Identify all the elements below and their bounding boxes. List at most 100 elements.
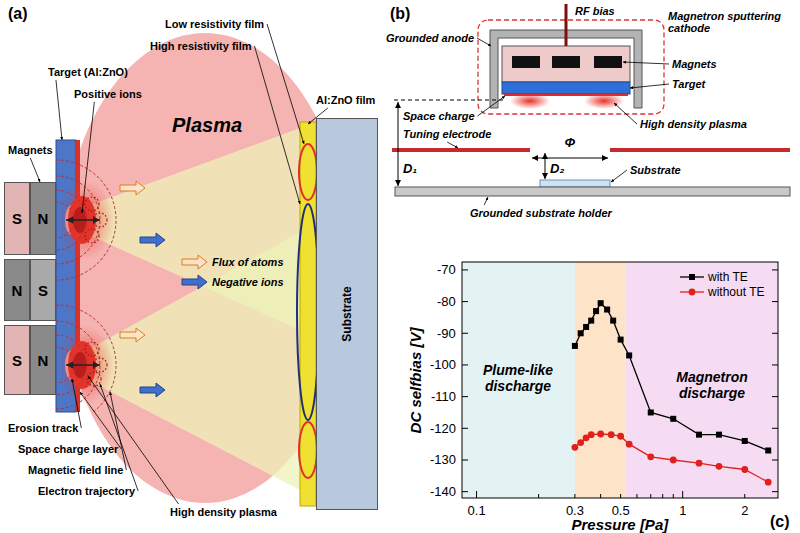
tick-label: -100 <box>430 357 456 372</box>
low-resistivity-mark <box>299 422 317 478</box>
leader-line <box>30 158 40 182</box>
data-line <box>575 434 768 482</box>
data-marker <box>765 479 772 486</box>
leader-line <box>72 379 81 428</box>
data-marker <box>647 453 654 460</box>
electron-loop <box>85 197 99 211</box>
magnet-pole: S <box>30 259 56 321</box>
field-line <box>56 305 116 412</box>
leader-line <box>623 62 669 64</box>
region-label: Plasma <box>172 114 242 137</box>
callout: High resistivity film <box>150 40 251 52</box>
tick-label: -130 <box>430 452 456 467</box>
node-text: N <box>38 352 49 369</box>
alzno-film <box>300 122 316 506</box>
tick-mark <box>650 494 651 498</box>
magnet-pole: S <box>4 182 30 255</box>
legend-sample <box>680 289 704 296</box>
dimension-label: D₁ <box>403 161 417 176</box>
data-marker <box>578 330 584 336</box>
tick-mark <box>772 428 778 429</box>
data-marker <box>648 409 654 415</box>
tick-mark <box>772 333 778 334</box>
magnet-pole: N <box>30 182 56 255</box>
magnet <box>594 56 622 68</box>
ion-arrow <box>66 219 100 221</box>
callout: Magnets <box>672 58 717 70</box>
data-marker <box>604 307 610 313</box>
tick-mark <box>462 364 468 365</box>
callout: Magnetron sputtering cathode <box>668 10 798 34</box>
dimension-d1 <box>398 102 399 186</box>
tick-label: 1 <box>679 503 686 518</box>
atom-flux-arrow <box>120 181 145 195</box>
leader-line <box>56 80 62 140</box>
leader-line <box>630 84 669 88</box>
cathode-body <box>502 46 630 82</box>
panel-label: (b) <box>390 5 410 23</box>
field-line <box>56 176 100 264</box>
negative-ion-arrow <box>140 233 165 247</box>
tick-mark <box>772 301 778 302</box>
callout: Space charge layer <box>18 443 118 455</box>
data-marker <box>742 438 748 444</box>
callout: Magnets <box>8 144 53 156</box>
electron-loop <box>85 229 99 243</box>
data-marker <box>696 432 702 438</box>
electron-loop <box>85 342 99 356</box>
leader-line <box>447 142 458 148</box>
callout: Low resistivity film <box>165 18 264 30</box>
tick-mark <box>673 494 674 498</box>
leader-line <box>80 392 121 449</box>
magnet <box>552 56 580 68</box>
tuning-electrode <box>392 148 530 152</box>
panel-label: (a) <box>8 5 28 23</box>
plume-region <box>462 262 575 498</box>
leader-line <box>267 24 304 144</box>
atom-flux-arrow <box>120 328 145 342</box>
callout: Positive ions <box>74 88 142 100</box>
callout: Grounded anode <box>386 32 474 44</box>
panel-a <box>56 33 350 506</box>
data-marker <box>572 343 578 349</box>
callout: High density plasma <box>640 118 747 130</box>
tick-mark <box>462 333 468 334</box>
leader-line <box>614 103 637 124</box>
legend-sample <box>680 274 704 280</box>
node-text: S <box>12 352 22 369</box>
tick-mark <box>462 428 468 429</box>
magnet-pole: N <box>30 325 56 395</box>
data-marker <box>608 431 615 438</box>
data-marker <box>696 460 703 467</box>
tick-label: 0.1 <box>468 503 486 518</box>
tick-mark <box>772 459 778 460</box>
dimension-label: Φ <box>565 135 576 150</box>
flux-label: Flux of atoms <box>212 256 284 268</box>
tick-mark <box>682 491 683 498</box>
electron-trajectory <box>85 197 107 386</box>
flux-label: Negative ions <box>212 276 284 288</box>
target-plate <box>502 82 630 94</box>
tick-mark <box>662 494 663 498</box>
region-label: Magnetron discharge <box>662 369 762 401</box>
data-marker <box>618 337 624 343</box>
data-marker <box>689 274 695 280</box>
data-marker <box>626 352 632 358</box>
callout: High density plasma <box>170 506 277 518</box>
atom-flux-arrow <box>182 255 207 269</box>
region-label: Plume-like discharge <box>472 362 564 394</box>
rf-feed <box>565 4 568 46</box>
magnetron-region <box>626 262 778 498</box>
node-text: N <box>38 210 49 227</box>
tuning-electrode <box>610 148 790 152</box>
negative-ion-arrow <box>140 383 165 397</box>
substrate-block: Substrate <box>316 118 378 510</box>
tick-mark <box>600 494 601 498</box>
node-text: N <box>12 282 23 299</box>
magnet-pole: S <box>4 325 30 395</box>
callout: RF bias <box>575 5 615 17</box>
data-marker <box>670 457 677 464</box>
leader-line <box>110 392 126 470</box>
leader-line <box>484 197 488 205</box>
